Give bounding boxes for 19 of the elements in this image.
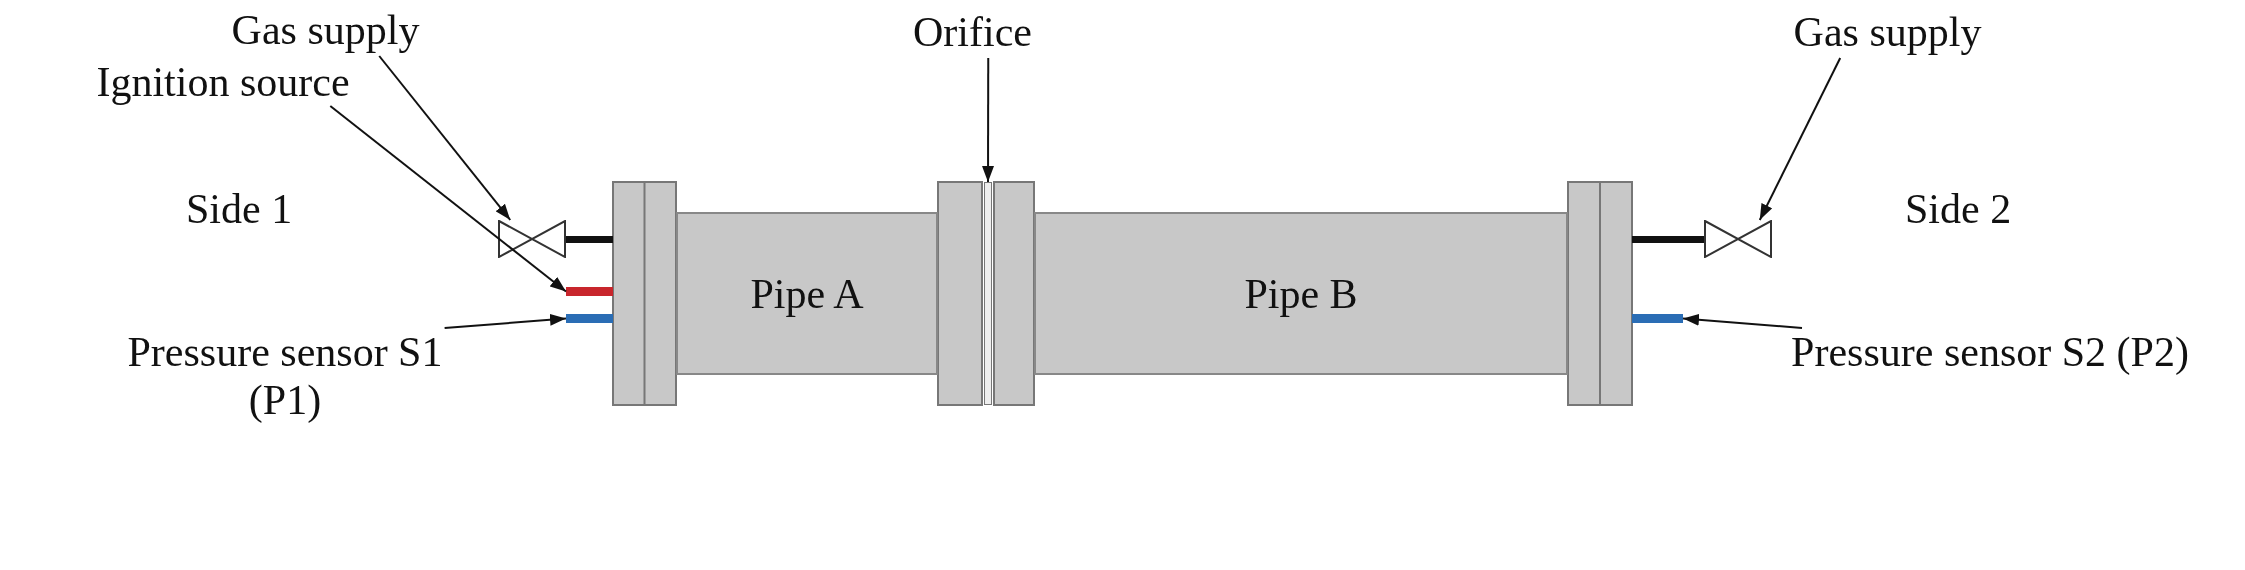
- callout-label: Gas supply: [1780, 8, 1995, 58]
- leader-line: [443, 313, 567, 329]
- callout-label: Orifice: [885, 8, 1060, 58]
- leader-line: [982, 57, 995, 183]
- side-label: Side 2: [1905, 185, 2012, 233]
- callout-label: Gas supply: [218, 6, 433, 56]
- callout-label: Pressure sensor S2 (P2): [1790, 328, 2190, 424]
- valve-symbol: [1704, 220, 1772, 258]
- orifice-plate: [984, 182, 992, 405]
- pipe-section: Pipe A: [676, 212, 938, 375]
- leader-line: [329, 105, 567, 293]
- leader-line: [1758, 57, 1842, 221]
- valve-symbol: [498, 220, 566, 258]
- leader-line: [1682, 313, 1803, 329]
- pipe-section: Pipe B: [1034, 212, 1568, 375]
- leader-line: [378, 55, 512, 221]
- side-label: Side 1: [186, 185, 293, 233]
- callout-label: Ignition source: [78, 58, 368, 106]
- callout-label: Pressure sensor S1 (P1): [95, 328, 475, 424]
